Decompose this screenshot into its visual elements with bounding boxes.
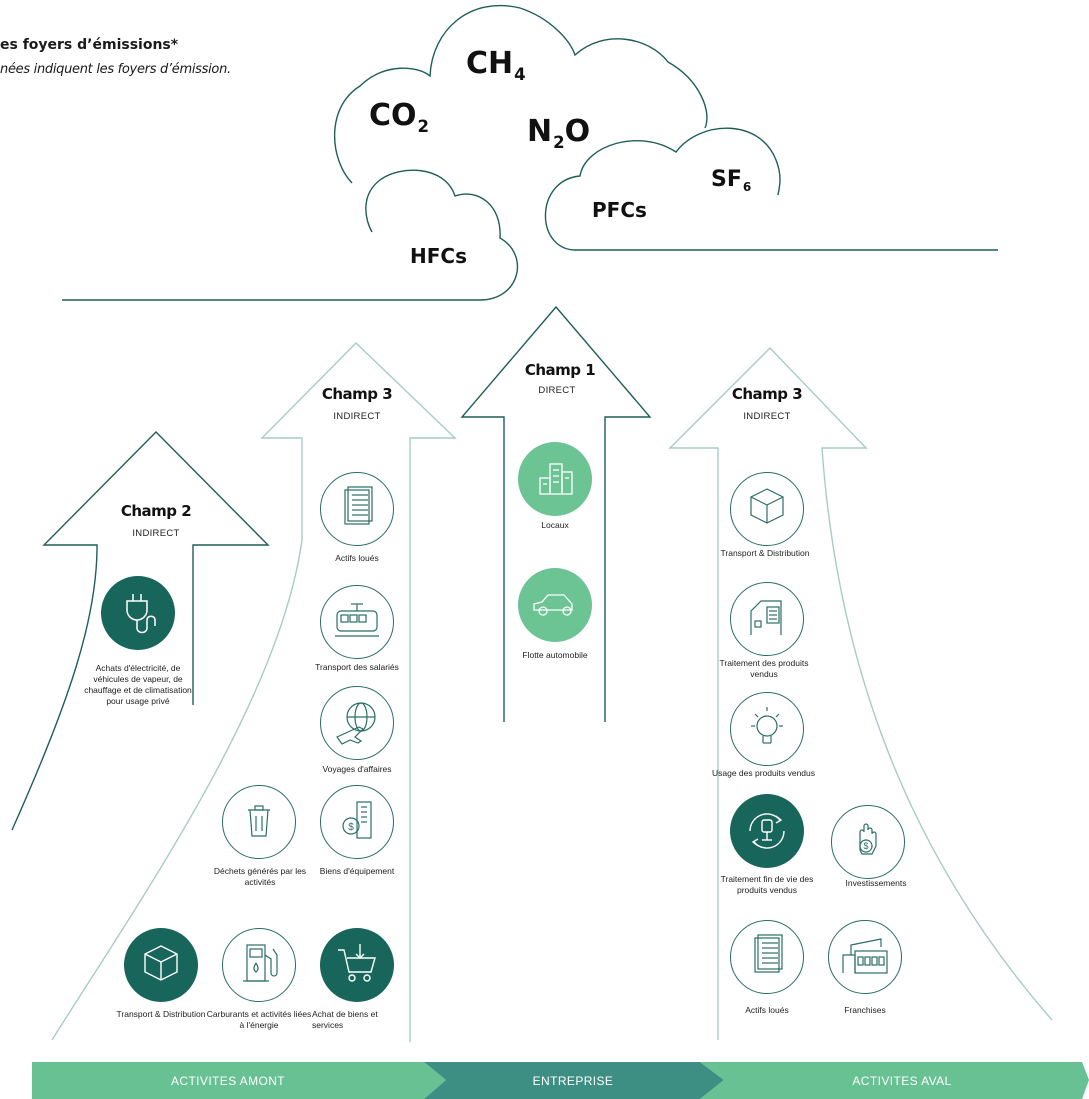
scope3-upstream-title: Champ 3 — [321, 385, 393, 403]
investments-label: Investissements — [845, 878, 907, 888]
svg-text:$: $ — [348, 822, 354, 833]
fleet-label: Flotte automobile — [522, 650, 588, 660]
band-company-shape — [424, 1062, 724, 1099]
document-icon — [320, 472, 394, 546]
gas-n2o: N2O — [527, 114, 591, 153]
premises-label: Locaux — [541, 520, 569, 530]
band-downstream-shape — [700, 1062, 1089, 1099]
transport-up-label: Transport & Distribution — [116, 1009, 206, 1019]
activity-bands — [32, 1062, 1089, 1099]
fuel-energy-label: Carburants et activités liées à l'énergi… — [206, 1009, 312, 1030]
gas-hfcs: HFCs — [410, 244, 467, 268]
processing-sold-label: Traitement des produits vendus — [719, 658, 809, 679]
building-gear-icon: $ — [320, 785, 394, 859]
storefront-icon — [828, 920, 902, 994]
scope3-downstream-title: Champ 3 — [731, 385, 803, 403]
end-of-life-label: Traitement fin de vie des produits vendu… — [720, 874, 814, 895]
svg-text:$: $ — [863, 841, 868, 851]
tram-icon — [320, 585, 394, 659]
scope1-title: Champ 1 — [524, 361, 596, 379]
capital-goods-label: Biens d'équipement — [319, 866, 395, 876]
electricity-label: Achats d'électricité, de véhicules de va… — [84, 663, 192, 706]
band-company: ENTREPRISE — [532, 1073, 614, 1088]
gas-pfcs: PFCs — [592, 198, 647, 222]
document-icon — [730, 920, 804, 994]
factory-icon — [730, 582, 804, 656]
employee-commuting-label: Transport des salariés — [315, 662, 399, 672]
scope2-title: Champ 2 — [120, 502, 192, 520]
lightbulb-icon — [730, 692, 804, 766]
scope1-kind: DIRECT — [538, 385, 576, 396]
gas-ch4: CH4 — [466, 46, 526, 85]
page-title: es foyers d’émissions* — [0, 37, 179, 53]
band-upstream: ACTIVITES AMONT — [170, 1073, 285, 1088]
band-downstream: ACTIVITES AVAL — [852, 1073, 952, 1088]
purchased-goods-label: Achat de biens et services — [312, 1009, 378, 1030]
recycle-chair-icon — [730, 794, 804, 868]
hand-coin-icon: $ — [831, 805, 905, 879]
trash-icon — [222, 785, 296, 859]
business-travel-label: Voyages d'affaires — [322, 764, 392, 774]
page-subtitle: nées indiquent les foyers d’émission. — [0, 62, 231, 77]
gas-co2: CO2 — [369, 98, 430, 137]
arrow-scope3-upstream — [51, 342, 457, 1042]
scope3-downstream-kind: INDIRECT — [743, 411, 791, 422]
band-upstream-shape — [32, 1062, 446, 1099]
leased-assets-up-label: Actifs loués — [335, 553, 379, 563]
leased-assets-down-label: Actifs loués — [745, 1005, 789, 1015]
cloud-left — [62, 169, 519, 301]
car-icon — [518, 568, 592, 642]
arrow-scope3-downstream — [668, 346, 1053, 1040]
box-icon — [124, 928, 198, 1002]
shopping-cart-icon — [320, 928, 394, 1002]
fuel-pump-icon — [222, 928, 296, 1002]
cloud-main — [333, 4, 708, 184]
franchises-label: Franchises — [844, 1005, 886, 1015]
transport-down-label: Transport & Distribution — [720, 548, 810, 558]
scope3-upstream-kind: INDIRECT — [333, 411, 381, 422]
arrow-scope2 — [11, 431, 270, 831]
box-icon — [730, 472, 804, 546]
gas-sf6: SF6 — [711, 167, 752, 195]
waste-label: Déchets générés par les activités — [213, 866, 307, 887]
scope2-kind: INDIRECT — [132, 528, 180, 539]
city-icon — [518, 442, 592, 516]
cloud-right — [544, 127, 998, 251]
globe-plane-icon — [320, 686, 394, 760]
use-sold-label: Usage des produits vendus — [712, 768, 816, 778]
plug-icon — [101, 576, 175, 650]
arrow-scope1 — [460, 305, 652, 722]
